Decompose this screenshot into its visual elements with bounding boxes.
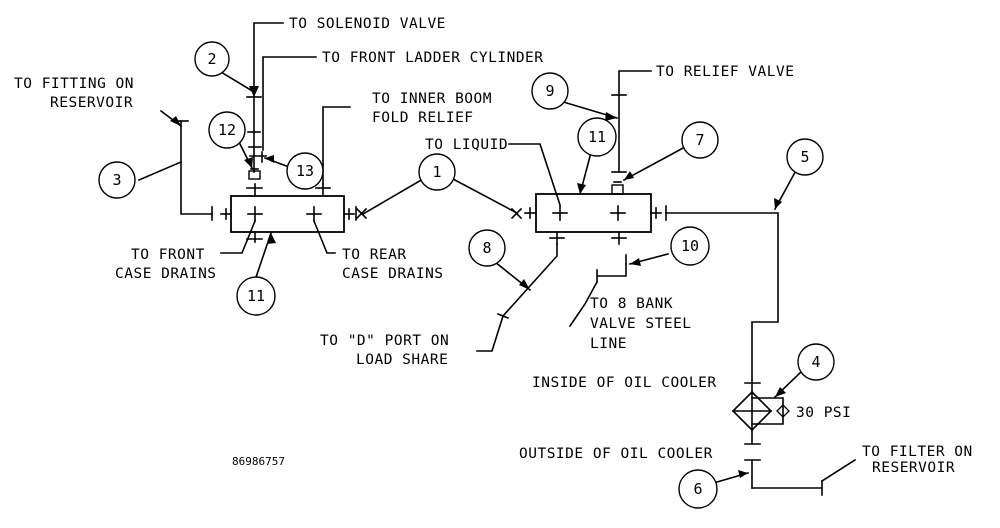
label-outside-oil-cooler: OUTSIDE OF OIL COOLER [519,446,713,462]
label-30-psi: 30 PSI [796,405,851,421]
label-to-front-ladder-cylinder: TO FRONT LADDER CYLINDER [322,50,544,66]
label-to-front-case-1: TO FRONT [131,247,205,263]
label-to-fitting-on-reservoir-1: TO FITTING ON [14,76,134,92]
callout-9: 9 [545,82,554,100]
callout-5: 5 [800,148,809,166]
label-to-d-port-1: TO "D" PORT ON [320,333,449,349]
label-to-fitting-on-reservoir-2: RESERVOIR [50,95,133,111]
label-to-filter-1: TO FILTER ON [862,444,973,460]
label-to-d-port-2: LOAD SHARE [356,352,448,368]
label-to-relief-valve: TO RELIEF VALVE [656,64,794,80]
label-to-8-bank-1: TO 8 BANK [590,296,673,312]
load-share-line [501,243,558,318]
label-to-solenoid-valve: TO SOLENOID VALVE [289,16,446,32]
label-to-rear-case-1: TO REAR [342,247,407,263]
right-manifold [524,181,667,245]
label-to-inner-boom-2: FOLD RELIEF [372,110,474,126]
reservoir-line [180,120,213,215]
label-to-inner-boom-1: TO INNER BOOM [372,91,492,107]
callout-11-left: 11 [247,287,265,305]
label-to-8-bank-3: LINE [590,336,627,352]
callout-7: 7 [695,131,704,149]
callout-3: 3 [112,171,121,189]
label-to-front-case-2: CASE DRAINS [115,266,217,282]
part-number: 86986757 [232,455,285,468]
oil-cooler [731,382,823,496]
label-inside-oil-cooler: INSIDE OF OIL COOLER [532,375,717,391]
left-manifold [211,183,357,243]
callout-11-right: 11 [588,128,606,146]
cooler-supply-line [665,212,779,384]
callout-4: 4 [811,353,820,371]
label-to-rear-case-2: CASE DRAINS [342,266,444,282]
label-to-8-bank-2: VALVE STEEL [590,316,692,332]
callout-13: 13 [296,162,314,180]
callout-12: 12 [218,121,236,139]
label-to-filter-2: RESERVOIR [872,460,955,476]
label-to-liquid: TO LIQUID [425,137,508,153]
callout-8: 8 [482,239,491,257]
callout-1: 1 [432,163,441,181]
callout-10: 10 [681,237,699,255]
callout-bubbles: 2 3 12 13 11 1 9 11 7 5 10 8 4 6 [98,41,835,509]
x-markers [355,207,523,220]
callout-2: 2 [207,50,216,68]
text-labels: TO SOLENOID VALVE TO FRONT LADDER CYLIND… [14,16,973,476]
callout-6: 6 [693,480,702,498]
arrowheads [170,86,786,478]
